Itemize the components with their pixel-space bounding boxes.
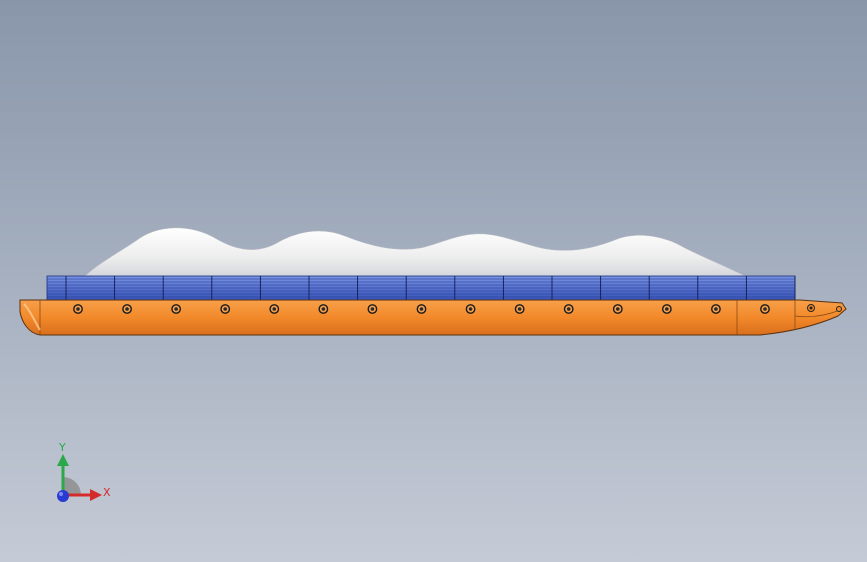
bow-fittings: [807, 304, 842, 312]
porthole: [416, 304, 427, 314]
porthole: [122, 304, 132, 314]
porthole: [220, 304, 231, 314]
triad-graphic: [57, 454, 102, 502]
bow-curve: [794, 309, 841, 318]
porthole: [367, 304, 378, 314]
porthole: [318, 304, 329, 314]
triad-x-label: X: [103, 486, 111, 499]
porthole: [760, 304, 770, 314]
porthole: [269, 304, 280, 314]
porthole: [612, 304, 623, 314]
cargo-pile: [84, 227, 746, 277]
portholes: [73, 304, 770, 314]
porthole: [514, 304, 525, 314]
triad-y-label: Y: [59, 441, 66, 454]
stern-highlight: [23, 303, 41, 331]
cargo-rack: [46, 275, 796, 302]
porthole: [171, 304, 182, 314]
hull: [19, 299, 847, 336]
porthole: [465, 304, 476, 314]
porthole: [661, 304, 672, 314]
orientation-triad[interactable]: Y X: [48, 440, 118, 510]
porthole: [711, 304, 721, 314]
porthole: [563, 304, 574, 314]
porthole: [73, 304, 83, 314]
